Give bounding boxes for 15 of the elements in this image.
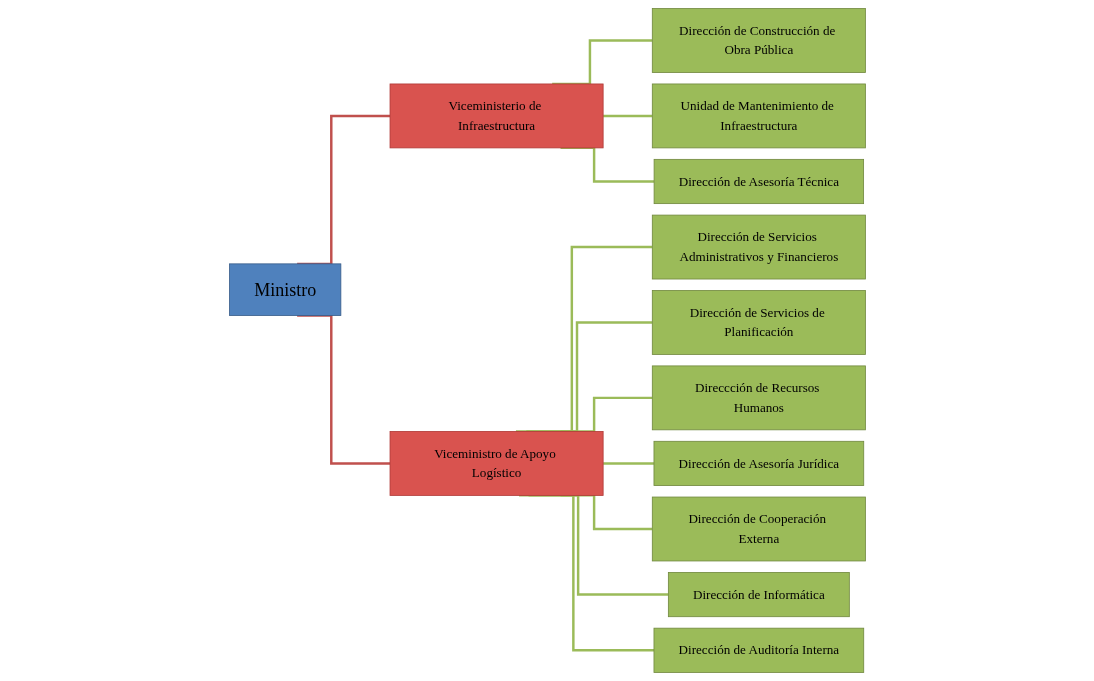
- node-box: Ministro: [228, 263, 341, 316]
- connector: [602, 462, 654, 465]
- node-box: Dirección de Servicios Administrativos y Financieros: [651, 214, 866, 280]
- node-box: Dirección de Asesoría Jurídica: [653, 440, 864, 486]
- node-box: Dirección de Informática: [667, 572, 850, 618]
- connector: [602, 114, 652, 118]
- node-box: Unidad de Mantenimiento de Infraestructura: [651, 83, 866, 149]
- node-box: Dirección de Servicios de Planificación: [651, 290, 866, 355]
- node-box: Dirección de Asesoría Técnica: [653, 158, 864, 205]
- node-box: Direccción de Recursos Humanos: [651, 365, 866, 431]
- node-box: Dirección de Cooperación Externa: [651, 496, 866, 562]
- node-box: Viceministro de Apoyo Logístico: [389, 431, 604, 496]
- node-box: Dirección de Auditoría Interna: [653, 627, 864, 673]
- node-box: Viceministerio de Infraestructura: [389, 83, 604, 149]
- node-box: Dirección de Construcción de Obra Pública: [651, 8, 866, 73]
